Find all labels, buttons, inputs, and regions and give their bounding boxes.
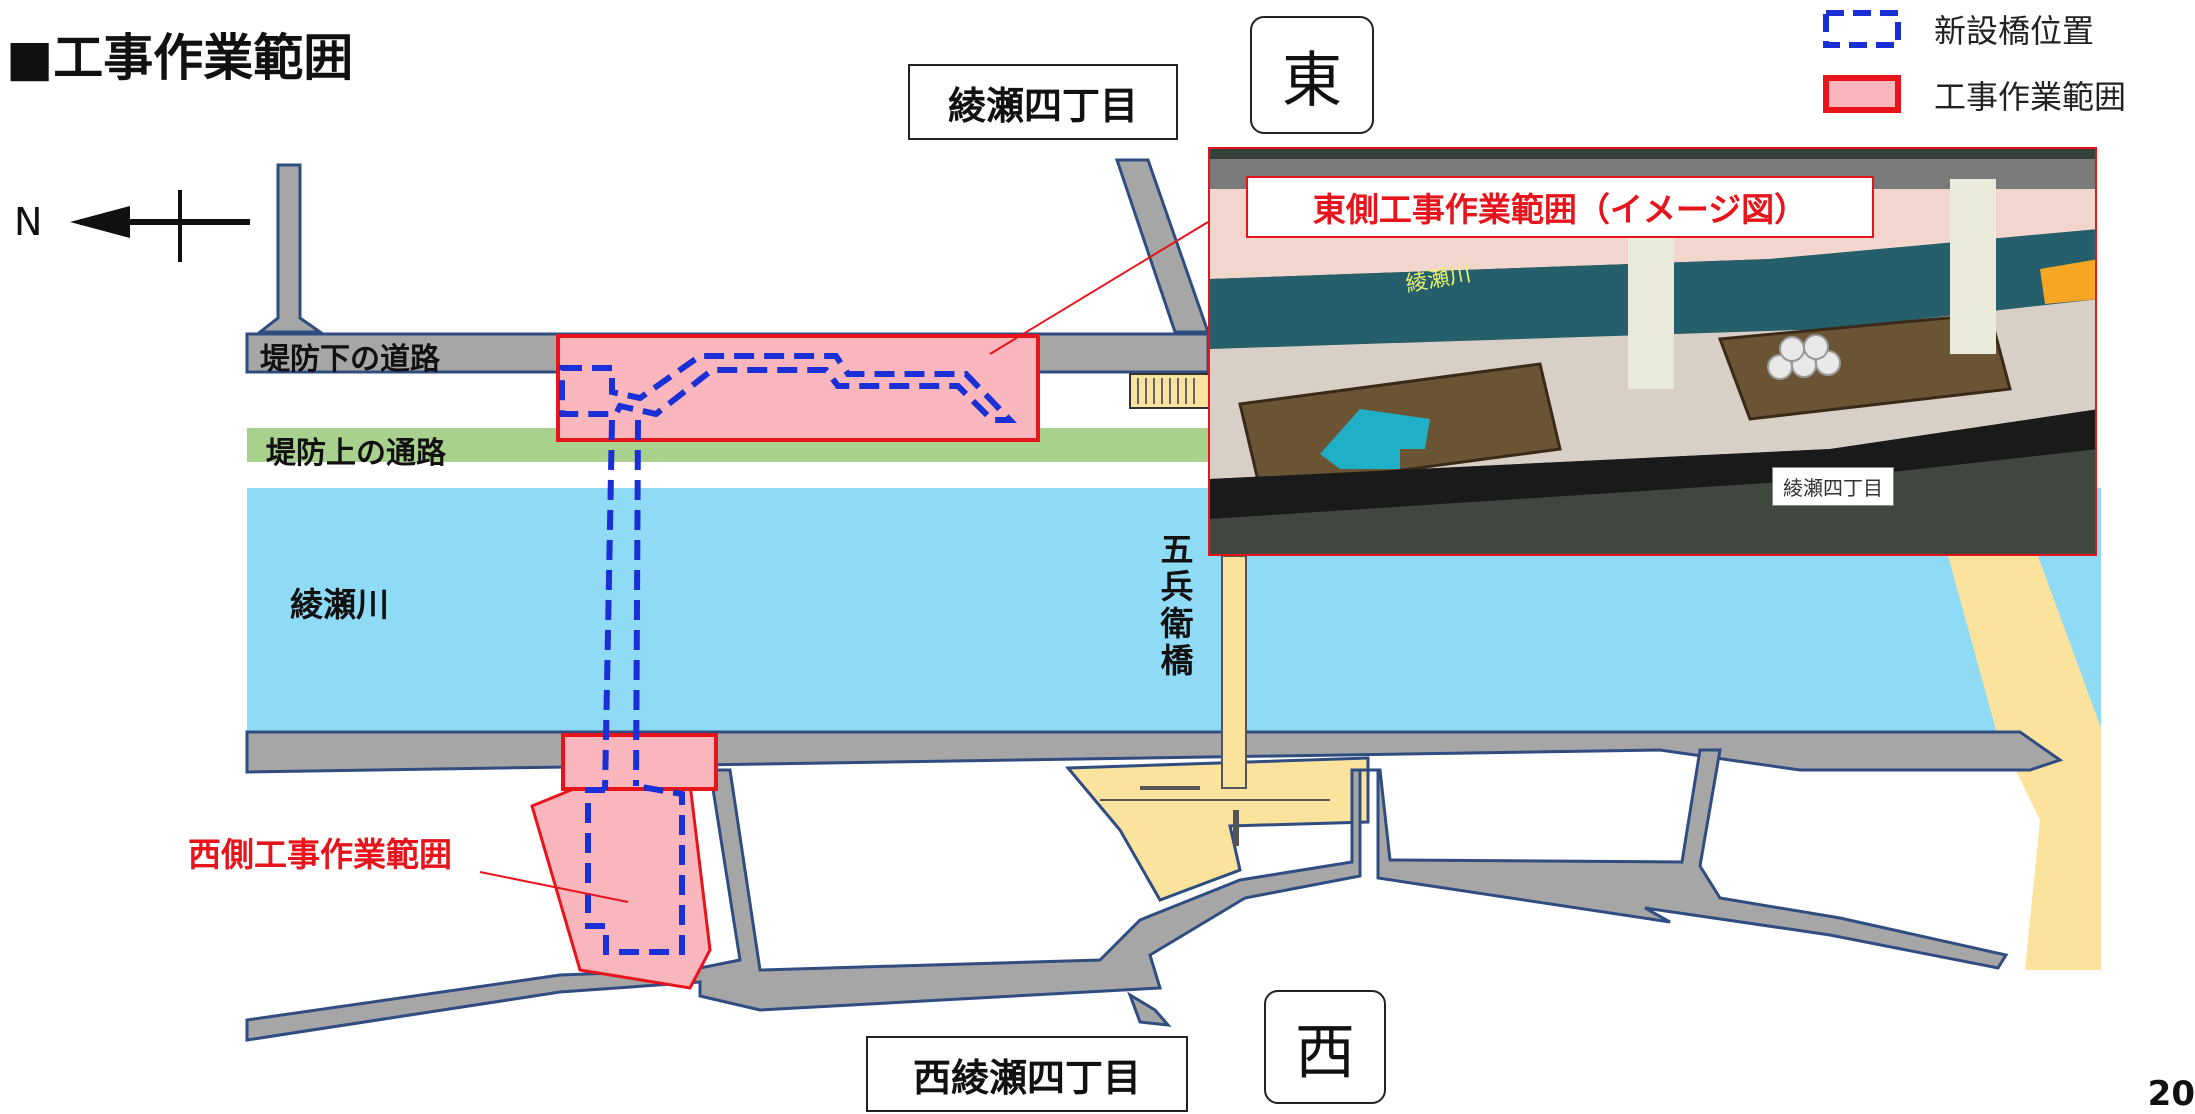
west-label-leader-line xyxy=(479,871,629,903)
west-compass-label: 西 xyxy=(1264,990,1386,1104)
legend-new-bridge-label: 新設橋位置 xyxy=(1934,12,2095,50)
northeast-road xyxy=(1114,158,1211,334)
west-district-label: 西綾瀬四丁目 xyxy=(866,1036,1188,1112)
east-compass-label: 東 xyxy=(1250,16,1374,134)
legend-work-area-label: 工事作業範囲 xyxy=(1934,78,2127,116)
page-title: ■工事作業範囲 xyxy=(6,29,354,87)
west-bank-work-area xyxy=(561,733,718,791)
page-number: 20 xyxy=(2147,1074,2195,1114)
south-road-network xyxy=(245,748,2009,1042)
gohei-bridge xyxy=(1221,555,1247,789)
east-work-area xyxy=(556,334,1040,442)
north-arrow-icon xyxy=(70,190,250,262)
inset-title: 東側工事作業範囲（イメージ図） xyxy=(1246,176,1874,238)
legend-work-area-swatch xyxy=(1823,75,1901,113)
legend-new-bridge: 新設橋位置 xyxy=(1934,6,2094,52)
inset-roadway xyxy=(1210,409,2095,519)
east-work-area-inset: 東側工事作業範囲（イメージ図） 綾瀬川 綾瀬四丁目 xyxy=(1208,147,2097,556)
west-work-area-label: 西側工事作業範囲 xyxy=(188,835,452,874)
inset-crane-truck xyxy=(2040,259,2095,304)
east-district-label: 綾瀬四丁目 xyxy=(908,64,1178,140)
inset-excavator xyxy=(1320,409,1430,469)
legend-new-bridge-swatch xyxy=(1823,10,1901,48)
inset-leader-line xyxy=(989,221,1209,355)
road-on-levee-label: 堤防上の通路 xyxy=(266,436,446,471)
road-below-levee-label: 堤防下の道路 xyxy=(260,342,440,377)
bridge-label: 五兵衛橋 xyxy=(1155,532,1194,680)
inset-pipes xyxy=(1767,334,1841,380)
inset-district-label: 綾瀬四丁目 xyxy=(1772,467,1894,506)
new-bridge-outline xyxy=(559,353,1018,955)
legend-work-area: 工事作業範囲 xyxy=(1934,72,2126,118)
river-label: 綾瀬川 xyxy=(290,585,389,624)
north-side-road xyxy=(255,163,325,334)
inset-bridge-pier-2 xyxy=(1950,179,1996,354)
north-label: N xyxy=(14,200,43,244)
